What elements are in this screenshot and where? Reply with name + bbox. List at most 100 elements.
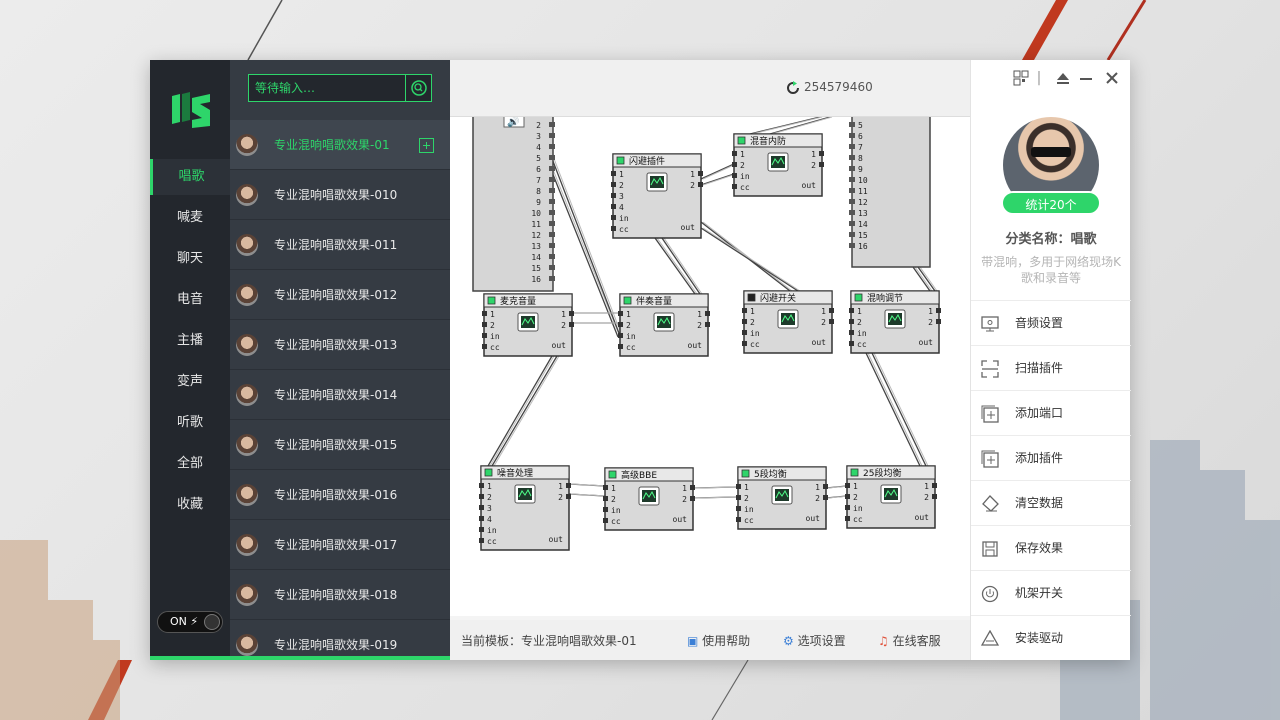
menu-audio-settings[interactable]: 音频设置 (971, 300, 1131, 345)
add-icon[interactable] (419, 138, 434, 153)
menu-install-driver[interactable]: 安装驱动 (971, 615, 1131, 660)
module-status-led[interactable] (487, 296, 496, 305)
help-button[interactable]: ▣ 使用帮助 (687, 632, 750, 649)
svg-text:6: 6 (536, 165, 541, 174)
svg-text:cc: cc (857, 340, 867, 349)
minimize-icon[interactable] (1078, 70, 1094, 86)
speaker-icon: 🔊 (503, 117, 525, 128)
wire (661, 237, 701, 295)
stats-badge: 统计20个 (1001, 191, 1101, 215)
eject-icon[interactable] (1055, 70, 1071, 86)
nav-item-favorites[interactable]: 收藏 (176, 497, 203, 512)
app-logo (172, 92, 210, 128)
list-item[interactable]: 专业混响唱歌效果-014 (230, 370, 450, 420)
module-status-led[interactable] (737, 136, 746, 145)
svg-text:11: 11 (531, 220, 541, 229)
options-button[interactable]: ⚙ 选项设置 (783, 632, 846, 649)
svg-text:2: 2 (750, 318, 755, 327)
svg-text:10: 10 (531, 209, 541, 218)
svg-text:2: 2 (853, 493, 858, 502)
nav-item-electronic[interactable]: 电音 (176, 292, 203, 307)
svg-text:8: 8 (536, 187, 541, 196)
module-status-led[interactable] (616, 156, 625, 165)
module-title: 高级BBE (621, 469, 657, 481)
svg-text:2: 2 (619, 181, 624, 190)
list-item-label: 专业混响唱歌效果-013 (274, 338, 398, 352)
svg-text:2: 2 (490, 321, 495, 330)
menu-clear-data[interactable]: 清空数据 (971, 480, 1131, 525)
nav-item-shout[interactable]: 喊麦 (176, 210, 203, 225)
svg-text:in: in (619, 214, 629, 223)
sunglasses-icon (1031, 147, 1071, 157)
module-status-led[interactable] (854, 293, 863, 302)
list-item[interactable]: 专业混响唱歌效果-01 (230, 120, 450, 170)
list-item[interactable]: 专业混响唱歌效果-019 (230, 620, 450, 660)
svg-text:out: out (802, 181, 817, 190)
refresh-icon[interactable] (786, 81, 800, 95)
list-item[interactable]: 专业混响唱歌效果-015 (230, 420, 450, 470)
module-status-led[interactable] (741, 469, 750, 478)
nav-item-listen[interactable]: 听歌 (176, 415, 203, 430)
wire-shadow (914, 266, 933, 292)
grid-icon[interactable] (1013, 70, 1029, 86)
wire-shadow (919, 266, 938, 292)
list-item[interactable]: 专业混响唱歌效果-012 (230, 270, 450, 320)
power-toggle[interactable]: ON ⚡ (157, 611, 223, 633)
close-icon[interactable] (1104, 70, 1120, 86)
svg-text:2: 2 (815, 494, 820, 503)
svg-text:2: 2 (821, 318, 826, 327)
menu-label: 保存效果 (1015, 541, 1064, 555)
menu-label: 添加插件 (1015, 451, 1064, 465)
list-item[interactable]: 专业混响唱歌效果-010 (230, 170, 450, 220)
profile-panel: | 统计20个 分类名称：唱歌 带混响，多用于网络现场K歌和录音等 音频设置 扫… (970, 60, 1131, 660)
menu-add-port[interactable]: 添加端口 (971, 390, 1131, 435)
svg-text:in: in (857, 329, 867, 338)
search-button[interactable] (405, 75, 431, 101)
svg-text:1: 1 (682, 484, 687, 493)
svg-text:16: 16 (531, 275, 541, 284)
nav-item-anchor[interactable]: 主播 (176, 333, 203, 348)
module-status-led[interactable] (623, 296, 632, 305)
svg-text:out: out (812, 338, 827, 347)
svg-text:out: out (688, 341, 703, 350)
search-input[interactable] (249, 75, 405, 101)
module-status-led[interactable] (608, 470, 617, 479)
module-status-led[interactable] (484, 468, 493, 477)
svg-text:6: 6 (858, 132, 863, 141)
wire-shadow (867, 352, 923, 467)
drive-icon (981, 630, 999, 646)
wire-shadow (694, 486, 741, 489)
menu-save-effect[interactable]: 保存效果 (971, 525, 1131, 570)
menu-rack-switch[interactable]: 机架开关 (971, 570, 1131, 615)
nav-item-voice-change[interactable]: 变声 (176, 374, 203, 389)
svg-text:out: out (681, 223, 696, 232)
list-item-label: 专业混响唱歌效果-010 (274, 188, 398, 202)
nav-item-chat[interactable]: 聊天 (176, 251, 203, 266)
nav-item-all[interactable]: 全部 (176, 456, 203, 471)
rack-header: 254579460 (450, 60, 970, 116)
module-status-led[interactable] (850, 468, 859, 477)
menu-scan-plugins[interactable]: 扫描插件 (971, 345, 1131, 390)
wire-shadow (702, 163, 737, 180)
list-item[interactable]: 专业混响唱歌效果-018 (230, 570, 450, 620)
avatar (236, 584, 258, 606)
list-item[interactable]: 专业混响唱歌效果-016 (230, 470, 450, 520)
list-item[interactable]: 专业混响唱歌效果-013 (230, 320, 450, 370)
list-item[interactable]: 专业混响唱歌效果-011 (230, 220, 450, 270)
menu-add-plugin[interactable]: 添加插件 (971, 435, 1131, 480)
save-icon (982, 541, 998, 557)
list-item[interactable]: 专业混响唱歌效果-017 (230, 520, 450, 570)
module-status-led[interactable] (747, 293, 756, 302)
nav-item-sing[interactable]: 唱歌 (150, 159, 230, 195)
support-button[interactable]: ♫ 在线客服 (878, 632, 941, 649)
